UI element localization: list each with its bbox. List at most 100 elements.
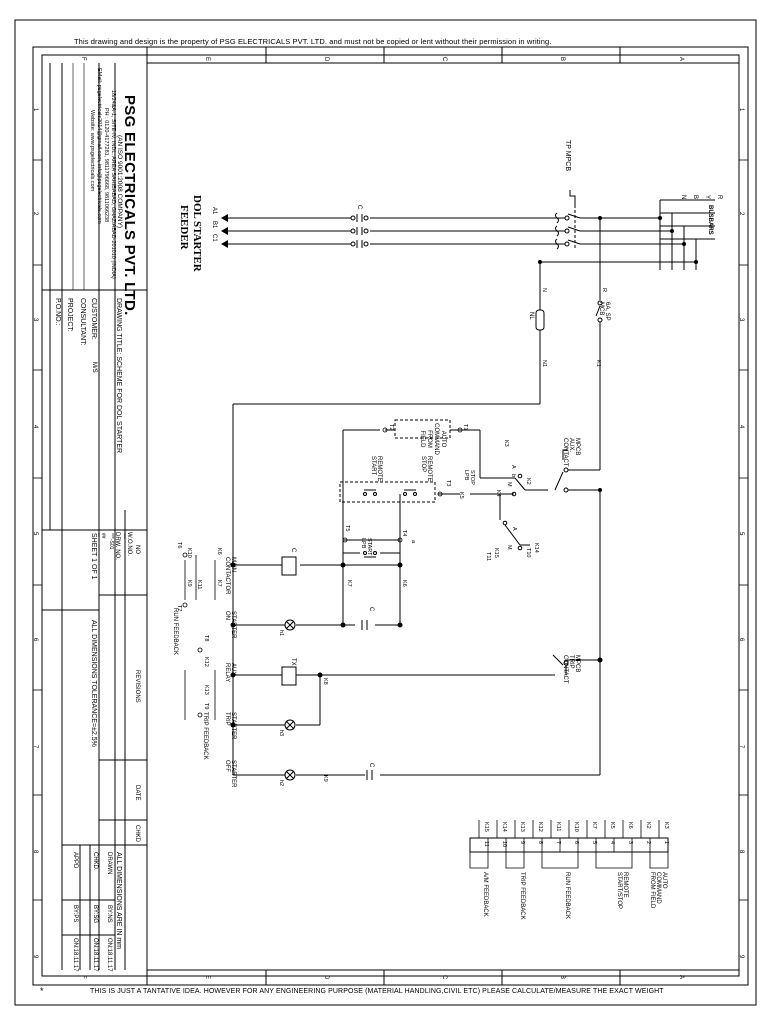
n1-label: N1 — [541, 360, 547, 367]
company-phone: PH : 0120-4177281, 9811796668, 981106623… — [103, 108, 109, 223]
tb-group-run: RUN FEEDBACK — [564, 872, 570, 920]
k13-label: K13 — [203, 685, 209, 695]
drw-label: DRW. NO. — [114, 532, 120, 560]
k15-label: K15 — [493, 548, 499, 558]
grid-number-left: 5 — [32, 532, 38, 536]
b-mark: b — [510, 474, 516, 477]
control-phase-label: R — [601, 288, 607, 292]
tb-k-label: K6 — [627, 822, 633, 829]
output-c1: C1 — [211, 234, 217, 242]
tb-group-trip: TRIP FEEDBACK — [519, 872, 525, 920]
lamp-h3-label: h3 — [278, 730, 284, 736]
a-mark: a — [410, 540, 416, 544]
appd-by: BY:PS — [72, 905, 78, 923]
rev-no-header: NO — [134, 545, 140, 554]
k2-label: K2 — [525, 478, 531, 485]
grid-letter-top: B — [559, 57, 565, 61]
grid-number-right: 6 — [738, 638, 744, 642]
remote-stop-label: REMOTE STOP — [420, 456, 432, 482]
tb-group-remote: REMOTE START/STOP — [616, 872, 628, 910]
nl-label: NL — [528, 312, 534, 320]
feeder-title-1: DOL STARTER — [191, 195, 203, 272]
project-label: PROJECT: — [66, 298, 73, 332]
lamp-h2-label: h2 — [278, 780, 284, 786]
tb-k-label: K11 — [555, 822, 561, 831]
tb-number: 2 — [645, 841, 651, 844]
busbars-label: BUSBARS — [707, 205, 713, 235]
t7-label: T7 — [176, 605, 182, 611]
t9-label: T9 — [203, 703, 209, 709]
customer-value: M/S — [91, 362, 97, 373]
tb-k-label: K15 — [483, 822, 489, 832]
grid-letter-bottom: C — [441, 975, 447, 980]
grid-number-left: 2 — [32, 212, 38, 216]
tb-number: 10 — [501, 841, 507, 847]
customer-label: CUSTOMER: — [90, 298, 97, 340]
grid-number-left: 3 — [32, 318, 38, 322]
k7-label: K7 — [346, 580, 352, 587]
drawn-on: ON:18.11.17 — [106, 938, 112, 972]
t8-label: T8 — [203, 635, 209, 641]
footer-mark: * — [40, 986, 44, 996]
grid-letter-top: F — [80, 57, 86, 61]
grid-letter-bottom: E — [204, 975, 210, 979]
t6-label: T6 — [176, 542, 182, 548]
t5-label: T5 — [344, 525, 350, 531]
grid-letter-top: D — [323, 57, 329, 62]
holding-contact-label: C — [368, 607, 374, 612]
wo-label: W.O.NO. — [126, 532, 132, 556]
mpcb-trip-label: MPCB TRIP CONTACT — [562, 655, 580, 684]
tb-k-label: K13 — [519, 822, 525, 832]
tp-mpcb-label: TP MPCB — [564, 140, 571, 171]
k4-label: K4 — [495, 490, 501, 497]
dims-in-label: ALL DIMENSIONS ARE IN mm — [115, 852, 122, 949]
grid-number-right: 9 — [738, 955, 744, 959]
chkd-on: ON:18.11.17 — [92, 938, 98, 972]
rev-mark-1: ## — [100, 533, 106, 539]
tb-k-label: K3 — [663, 822, 669, 829]
sel-m-mark-2: M — [506, 545, 512, 550]
grid-number-right: 8 — [738, 850, 744, 854]
grid-number-right: 4 — [738, 425, 744, 429]
t1-label: T1 — [462, 424, 468, 430]
k12-label: K12 — [203, 657, 209, 667]
tolerance-label: ALL DIMENSIONS TOLERANCE=±2.5% — [90, 620, 97, 747]
mpcb-aux-label: MPCB AUX. CONTACT — [562, 438, 580, 467]
k9-label: K9 — [322, 775, 328, 782]
run-feedback-label: RUN FEEDBACK — [172, 608, 178, 656]
starter-on-label: STARTER ON — [224, 611, 236, 639]
t11-label: T11 — [485, 552, 491, 561]
grid-number-right: 2 — [738, 212, 744, 216]
tb-number: 9 — [519, 841, 525, 844]
off-contact-label: C — [368, 763, 374, 768]
starter-trip-label: STARTER TRIP — [224, 712, 236, 740]
k6-label: K6 — [401, 580, 407, 587]
date-header: DATE — [134, 785, 140, 801]
grid-number-right: 7 — [738, 745, 744, 749]
tb-k-label: K5 — [609, 822, 615, 829]
tb-group-auto: AUTO COMMAND FROM FIELD — [649, 872, 667, 909]
k7-feedback-label: K7 — [216, 580, 222, 587]
grid-letter-bottom: D — [323, 975, 329, 980]
drawn-by: BY:NS — [106, 905, 112, 923]
main-contactor-label: MAIN CONTACTOR — [224, 557, 236, 595]
tb-number: 4 — [609, 841, 615, 844]
drawn-label: DRAWN — [106, 852, 112, 875]
lamp-h1-label: h1 — [278, 630, 284, 636]
chkd-header: CHKD — [134, 825, 140, 843]
grid-letter-top: E — [204, 57, 210, 61]
tb-k-label: K14 — [501, 822, 507, 832]
grid-number-left: 6 — [32, 638, 38, 642]
tb-k-label: K2 — [645, 822, 651, 829]
tb-number: 1 — [663, 841, 669, 844]
header-notice: This drawing and design is the property … — [74, 37, 552, 46]
grid-letter-bottom: A — [678, 975, 684, 979]
grid-number-left: 7 — [32, 745, 38, 749]
grid-number-left: 1 — [32, 108, 38, 112]
grid-number-right: 3 — [738, 318, 744, 322]
trip-feedback-label: TRIP FEEDBACK — [202, 712, 208, 760]
k6-feedback-label: K6 — [216, 548, 222, 555]
company-website: Website: www.psgelectricals.com — [89, 110, 95, 192]
tb-number: 8 — [537, 841, 543, 844]
sel-a-mark: A — [510, 465, 516, 469]
